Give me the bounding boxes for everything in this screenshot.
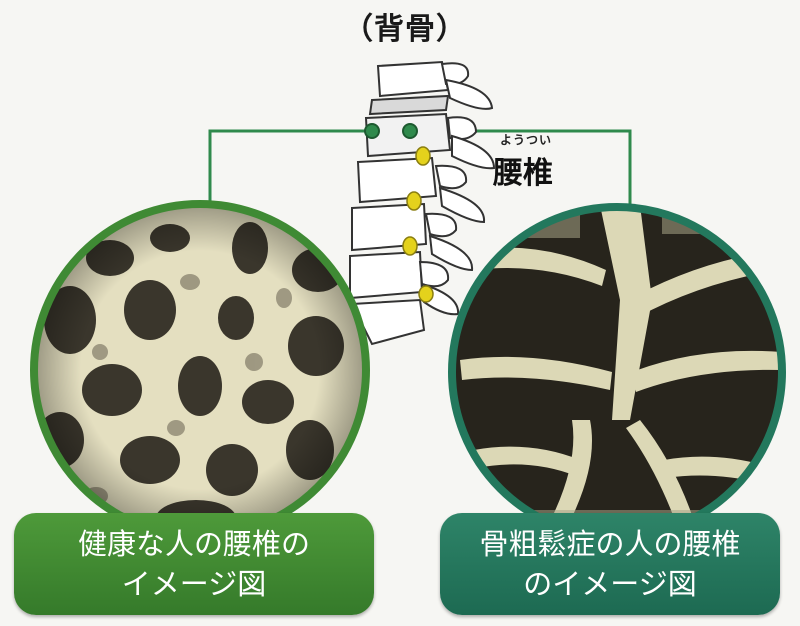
osteoporosis-caption-text: 骨粗鬆症の人の腰椎のイメージ図 [475,524,745,604]
osteoporosis-caption-box: 骨粗鬆症の人の腰椎のイメージ図 [440,513,780,615]
healthy-caption-box: 健康な人の腰椎のイメージ図 [14,513,374,615]
spine-label-reading: ようつい [500,131,552,148]
spine-label: 腰椎 [493,148,553,192]
page-title: （背骨） [330,4,480,48]
osteoporosis-bone-image [450,205,785,540]
healthy-bone-image [30,200,370,540]
healthy-caption-text: 健康な人の腰椎のイメージ図 [69,524,319,604]
